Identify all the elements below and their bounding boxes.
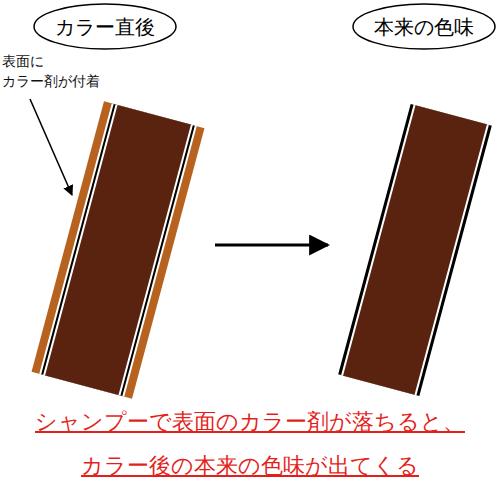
- bubble-title: 本来の色味: [374, 15, 474, 39]
- caption-text: シャンプーで表面のカラー剤が落ちると、 カラー後の本来の色味が出てくる: [15, 400, 485, 488]
- leader-line: [30, 99, 72, 195]
- colored-hair-strand: [32, 101, 205, 398]
- bubble-title: カラー直後: [55, 15, 155, 39]
- callout-note: 表面に カラー剤が付着: [2, 52, 107, 91]
- transition-arrow: [215, 244, 328, 247]
- natural-hair-strand: [338, 104, 492, 396]
- speech-ellipse: 本来の色味: [352, 3, 496, 50]
- speech-ellipse: カラー直後: [33, 3, 177, 50]
